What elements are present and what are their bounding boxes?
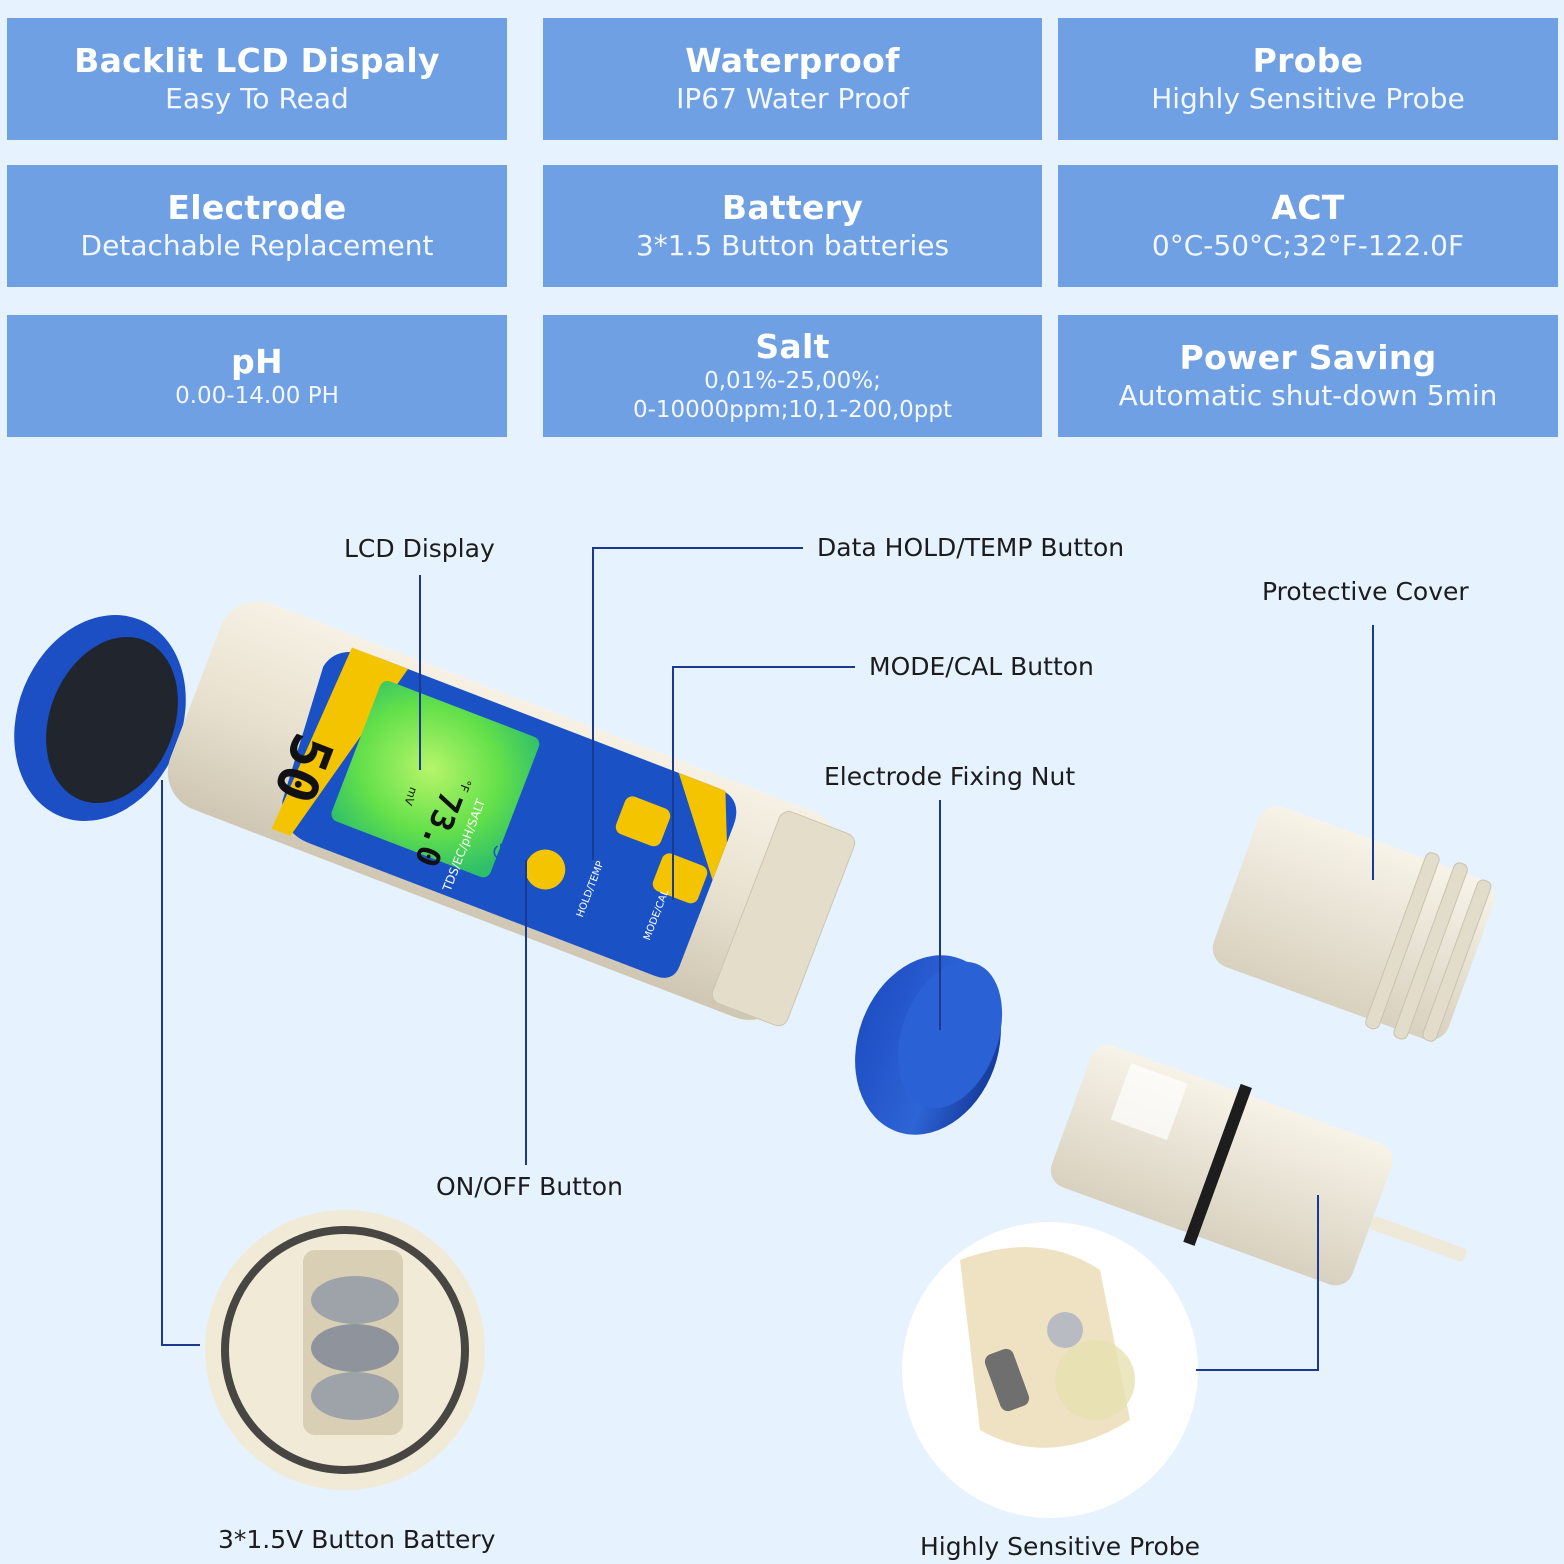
feature-title: ACT	[1271, 188, 1345, 227]
callout-protective-cover: Protective Cover	[1262, 577, 1469, 606]
feature-tile-ph: pH 0.00-14.00 PH	[7, 315, 507, 437]
meter-body	[167, 601, 856, 1027]
feature-subtitle: Highly Sensitive Probe	[1151, 82, 1465, 115]
line-probe	[1196, 1195, 1319, 1371]
mode-arrow-icon: ▼	[620, 890, 633, 909]
feature-subtitle: Automatic shut-down 5min	[1118, 379, 1498, 412]
feature-subtitle: 3*1.5 Button batteries	[635, 229, 950, 262]
feature-tile-power-saving: Power Saving Automatic shut-down 5min	[1058, 315, 1558, 437]
line-mode	[672, 666, 855, 900]
probe-closeup	[902, 1222, 1198, 1518]
callout-battery: 3*1.5V Button Battery	[218, 1525, 496, 1554]
end-cap	[14, 615, 186, 821]
callout-lines	[161, 547, 1374, 1371]
feature-title: Probe	[1252, 41, 1364, 80]
callout-hold-temp: Data HOLD/TEMP Button	[817, 533, 1125, 562]
feature-title: Backlit LCD Dispaly	[74, 41, 440, 80]
feature-subtitle: 0°C-50°C;32°F-122.0F	[1151, 229, 1465, 262]
callout-mode-cal: MODE/CAL Button	[869, 652, 1094, 681]
feature-title: Electrode	[167, 188, 347, 227]
feature-tile-act: ACT 0°C-50°C;32°F-122.0F	[1058, 165, 1558, 287]
feature-tile-electrode: Electrode Detachable Replacement	[7, 165, 507, 287]
battery-closeup	[205, 1210, 485, 1490]
feature-tile-salt: Salt 0,01%-25,00%; 0-10000ppm;10,1-200,0…	[543, 315, 1042, 437]
feature-subtitle: IP67 Water Proof	[676, 82, 909, 115]
feature-tile-probe: Probe Highly Sensitive Probe	[1058, 18, 1558, 140]
feature-tile-battery: Battery 3*1.5 Button batteries	[543, 165, 1042, 287]
electrode-probe	[1050, 1045, 1467, 1286]
feature-title: Battery	[721, 188, 864, 227]
feature-tile-backlit-lcd: Backlit LCD Dispaly Easy To Read	[7, 18, 507, 140]
power-icon: ⏻	[493, 840, 509, 864]
feature-subtitle-line2: 0-10000ppm;10,1-200,0ppt	[632, 397, 953, 423]
feature-title: Salt	[755, 327, 830, 366]
feature-title: Waterproof	[685, 41, 900, 80]
callout-sensitive-probe: Highly Sensitive Probe	[920, 1532, 1200, 1561]
feature-subtitle: Easy To Read	[165, 82, 349, 115]
callout-lcd-display: LCD Display	[344, 534, 495, 563]
feature-subtitle: Detachable Replacement	[80, 229, 434, 262]
feature-tile-waterproof: Waterproof IP67 Water Proof	[543, 18, 1042, 140]
feature-title: pH	[231, 341, 283, 381]
protective-cover	[1212, 805, 1495, 1042]
electrode-fixing-nut	[855, 955, 1003, 1135]
feature-grid: Backlit LCD Dispaly Easy To Read Waterpr…	[0, 0, 1564, 440]
feature-subtitle-line1: 0,01%-25,00%;	[704, 368, 881, 394]
line-battery	[161, 780, 200, 1346]
feature-title: Power Saving	[1179, 338, 1437, 377]
callout-fixing-nut: Electrode Fixing Nut	[824, 762, 1076, 791]
feature-subtitle: 0.00-14.00 PH	[175, 382, 339, 409]
line-hold	[592, 547, 803, 860]
hold-arrow-icon: ▲	[564, 868, 577, 887]
callout-on-off: ON/OFF Button	[436, 1172, 623, 1201]
